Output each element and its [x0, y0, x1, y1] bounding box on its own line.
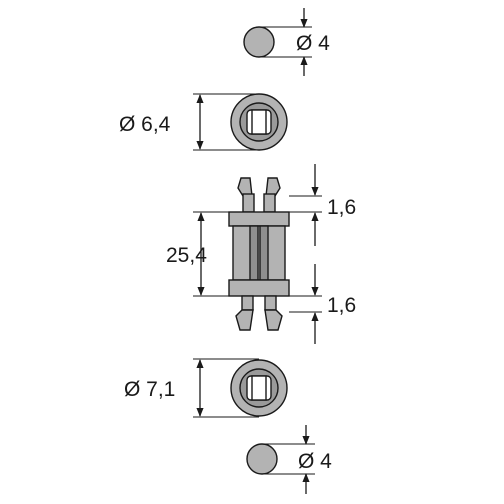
bottom-head-end-view: Ø 7,1	[124, 358, 288, 418]
top-pin-end-view: Ø 4	[243, 8, 330, 76]
top-shoulder-thickness-label: 1,6	[327, 196, 356, 219]
bottom-pin-end-view: Ø 4	[246, 425, 332, 494]
top-head-end-view: Ø 6,4	[119, 93, 288, 151]
bottom-shoulder-thickness-label: 1,6	[327, 294, 356, 317]
bottom-head-diameter-label: Ø 7,1	[124, 378, 175, 401]
top-head-diameter-label: Ø 6,4	[119, 113, 171, 136]
top-pin-diameter-label: Ø 4	[296, 32, 330, 55]
body-length-label: 25,4	[166, 244, 207, 267]
spacer-side-view: 25,4 1,6 1,6	[166, 164, 356, 344]
bottom-pin-diameter-label: Ø 4	[298, 450, 332, 473]
